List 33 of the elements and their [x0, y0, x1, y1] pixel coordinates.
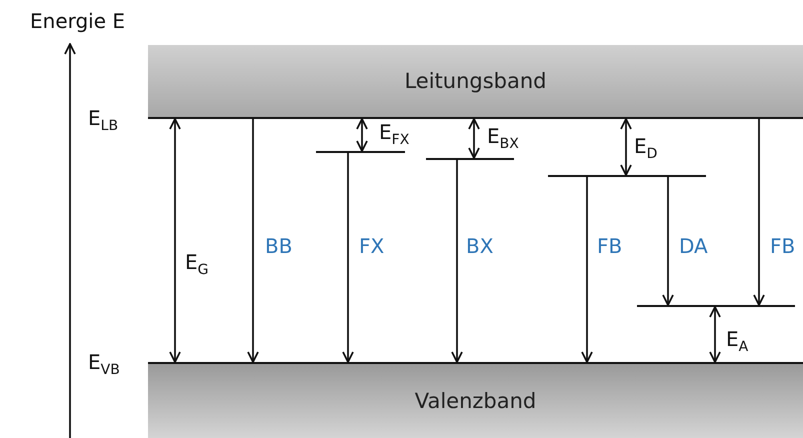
energy-label: E$_{A}$	[726, 329, 748, 354]
energy-gap-arrow	[620, 118, 632, 176]
energy-gap-arrow	[468, 118, 480, 159]
energy-level-line	[548, 175, 706, 177]
energy-gap-arrow	[709, 306, 721, 363]
transition-arrow	[581, 177, 593, 363]
transition-label: BX	[466, 236, 494, 256]
energy-label: E$_{FX}$	[379, 122, 410, 147]
energy-label: E$_{LB}$	[88, 108, 118, 133]
energy-level-line	[426, 158, 514, 160]
transition-label: FB	[770, 236, 796, 256]
band-label: Leitungsband	[404, 69, 547, 93]
transition-label: BB	[265, 236, 292, 256]
transition-arrow	[662, 177, 674, 306]
energy-level-line	[637, 305, 795, 307]
transition-label: DA	[679, 236, 708, 256]
energy-gap-arrow	[169, 118, 181, 363]
energy-band	[148, 45, 803, 119]
band-label: Valenzband	[414, 389, 536, 413]
transition-label: FB	[597, 236, 622, 256]
transition-label: FX	[359, 236, 384, 256]
energy-label: E$_{BX}$	[487, 126, 519, 151]
energy-label: E$_{D}$	[634, 136, 658, 161]
energy-gap-arrow	[356, 118, 368, 152]
energy-label: E$_{G}$	[185, 252, 208, 277]
energy-label: E$_{VB}$	[88, 352, 120, 377]
transition-arrow	[753, 119, 765, 306]
energy-band	[148, 362, 803, 438]
energy-level-line	[316, 151, 405, 153]
transition-arrow	[342, 153, 354, 363]
transition-arrow	[451, 160, 463, 363]
axis-label: Energie E	[30, 11, 126, 31]
transition-arrow	[247, 119, 259, 363]
